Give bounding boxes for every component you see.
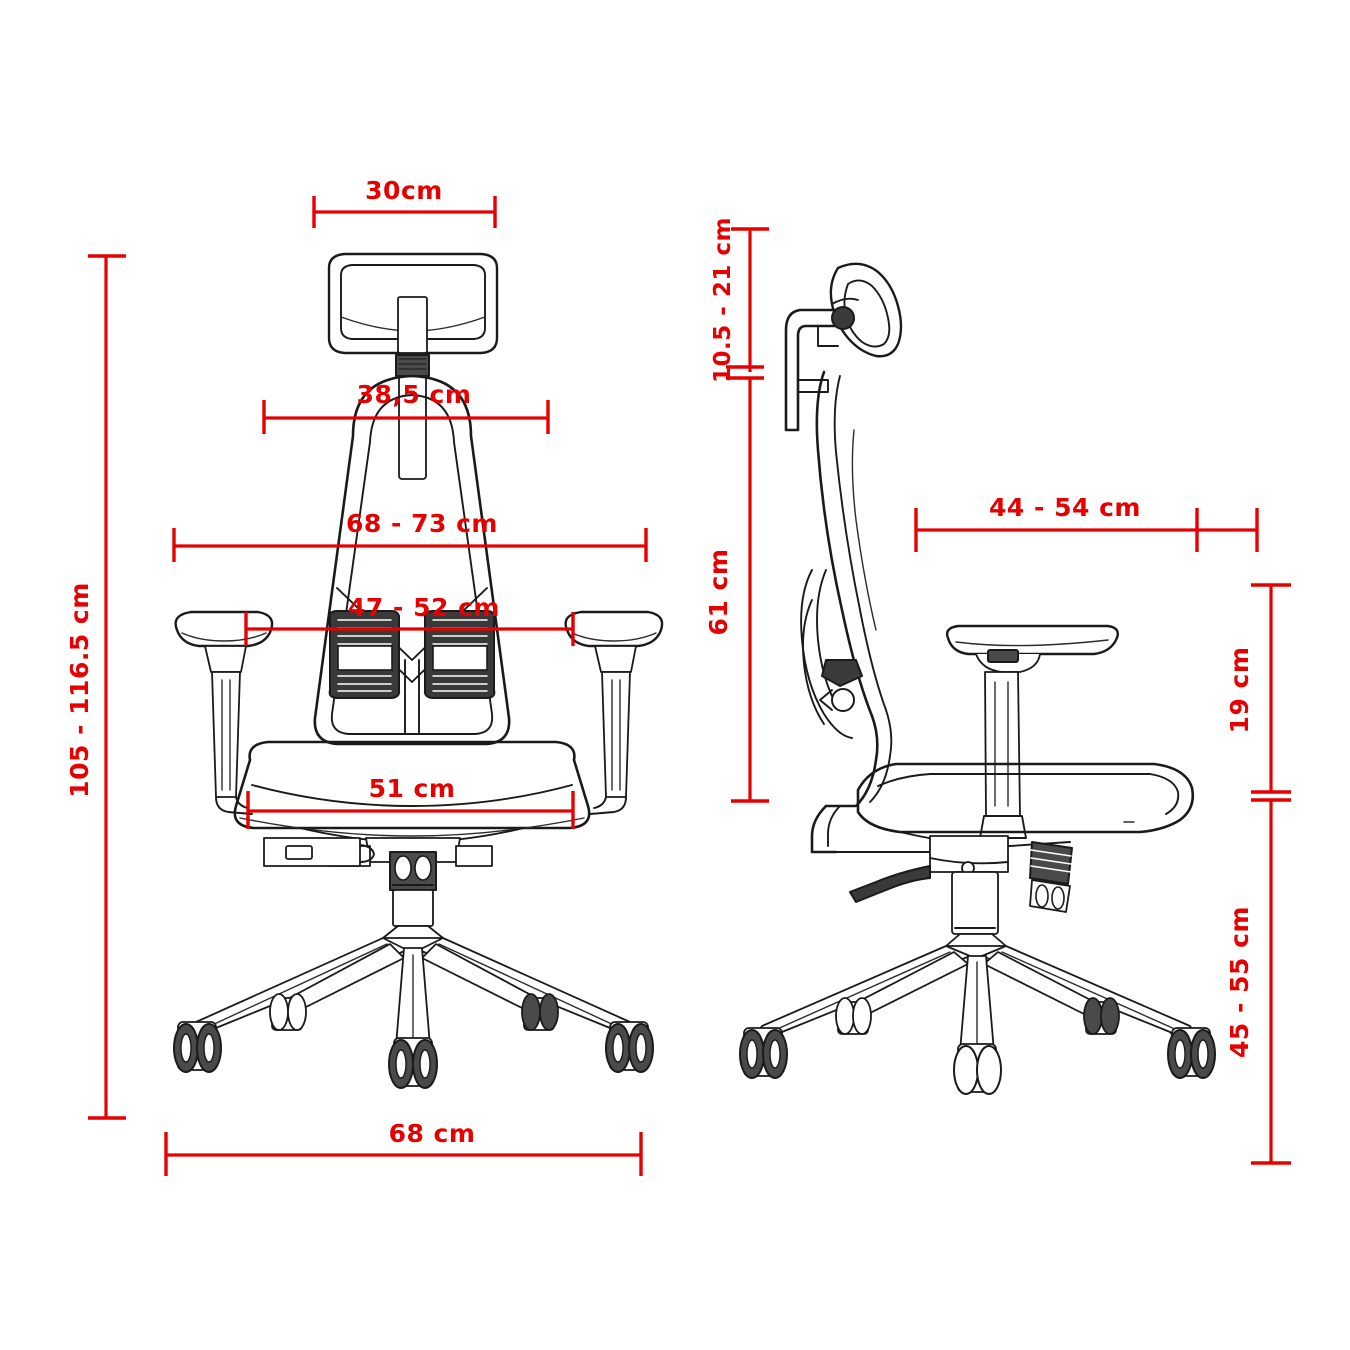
caster-wheel — [388, 1037, 438, 1089]
caster-wheel — [269, 993, 307, 1031]
dim-seat-height: 45 - 55 cm — [1225, 798, 1291, 1165]
caster-wheel — [521, 993, 559, 1031]
caster-wheel — [953, 1043, 1002, 1095]
front-armrest-left — [174, 610, 274, 815]
front-view-chair — [173, 252, 664, 1089]
side-chair-base — [747, 933, 1205, 1053]
dim-label-armrest-inner-width: 47 - 52 cm — [348, 593, 500, 622]
dim-total-height: 105 - 116.5 cm — [65, 254, 126, 1120]
dim-label-headrest-width: 30cm — [365, 176, 443, 205]
dim-headrest-travel: 10.5 - 21 cm — [710, 217, 769, 383]
dim-backrest-height: 61 cm — [704, 376, 769, 803]
side-backrest — [800, 370, 893, 808]
dim-armrest-outer-width: 68 - 73 cm — [172, 509, 648, 562]
caster-wheel — [1083, 997, 1120, 1035]
dim-label-backrest-height: 61 cm — [704, 549, 733, 636]
dim-label-seat-height: 45 - 55 cm — [1225, 906, 1254, 1058]
side-headrest-bracket — [784, 306, 855, 432]
dim-label-armrest-outer-width: 68 - 73 cm — [346, 509, 498, 538]
dim-label-armrest-height: 19 cm — [1225, 647, 1254, 734]
front-tilt-lever — [263, 837, 375, 867]
caster-wheel — [1167, 1027, 1216, 1079]
front-armrest-right — [564, 610, 664, 815]
front-gas-cylinder — [389, 851, 437, 927]
dim-base-width: 68 cm — [164, 1119, 643, 1176]
front-lumbar-support — [328, 610, 496, 699]
side-seat-mechanism — [849, 831, 1071, 903]
caster-wheel — [835, 997, 872, 1035]
dim-seat-width: 51 cm — [246, 774, 575, 829]
dim-seat-depth: 44 - 54 cm — [914, 493, 1259, 552]
dim-label-seat-width: 51 cm — [369, 774, 456, 803]
dim-label-headrest-travel: 10.5 - 21 cm — [710, 217, 736, 383]
dim-label-base-width: 68 cm — [389, 1119, 476, 1148]
front-casters — [173, 993, 654, 1089]
dim-armrest-height: 19 cm — [1225, 583, 1291, 794]
dim-label-backrest-width: 38,5 cm — [357, 380, 472, 409]
caster-wheel — [605, 1021, 654, 1073]
dim-label-total-height: 105 - 116.5 cm — [65, 582, 94, 798]
dim-headrest-width: 30cm — [312, 176, 497, 228]
side-armrest — [945, 624, 1119, 839]
front-headrest-stem — [395, 296, 430, 480]
side-casters — [739, 997, 1216, 1095]
dim-label-seat-depth: 44 - 54 cm — [989, 493, 1141, 522]
side-seat — [856, 762, 1195, 834]
dim-armrest-inner-width: 47 - 52 cm — [244, 593, 575, 646]
caster-wheel — [739, 1027, 788, 1079]
front-seat — [233, 740, 591, 837]
front-chair-base — [181, 925, 645, 1047]
dim-backrest-width: 38,5 cm — [262, 380, 550, 434]
side-gas-cylinder — [951, 871, 999, 935]
side-height-lever — [1029, 841, 1073, 913]
side-view-chair — [739, 262, 1216, 1095]
caster-wheel — [173, 1021, 222, 1073]
